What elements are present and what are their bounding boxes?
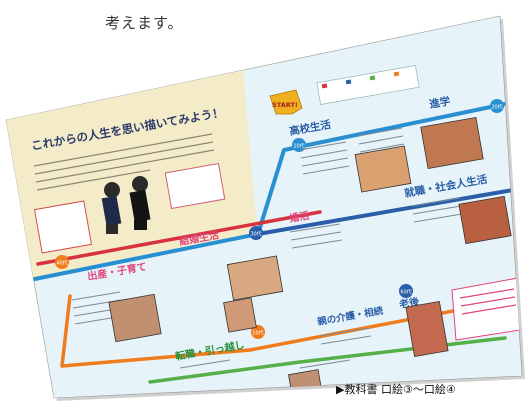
age-marker-30s: 30代 [250, 231, 261, 238]
age-marker-20s: 20代 [491, 104, 502, 111]
legend-color-keys [321, 71, 400, 89]
right-info-lines [459, 288, 517, 315]
age-markers: 10代 20代 30代 40代 50代 60代 [55, 99, 504, 339]
timeline-blue [256, 188, 515, 236]
intro-text: 考えます。 [105, 14, 184, 32]
student-boy-illustration [129, 176, 151, 230]
worksheet-box [33, 200, 93, 254]
stage-marriage: 婚活 [288, 209, 310, 225]
svg-text:START!: START! [272, 101, 298, 109]
worksheet-box-right [164, 163, 226, 209]
start-badge: START! [269, 89, 303, 115]
timeline-teal [18, 102, 507, 284]
timeline-orange [60, 294, 502, 368]
timeline-red [36, 210, 322, 266]
textbook-caption: ▶教科書 口絵③～口絵④ [336, 383, 456, 396]
age-marker-50s: 50代 [252, 330, 263, 337]
age-marker-10s: 10代 [293, 143, 304, 150]
age-marker-60s: 60代 [400, 289, 411, 296]
legend-box [316, 65, 420, 105]
stage-advancement: 進学 [428, 94, 451, 111]
age-marker-40s: 40代 [56, 260, 67, 267]
illustration-panels [108, 116, 512, 395]
student-girl-illustration [101, 182, 122, 234]
intro-description-lines [33, 133, 215, 191]
